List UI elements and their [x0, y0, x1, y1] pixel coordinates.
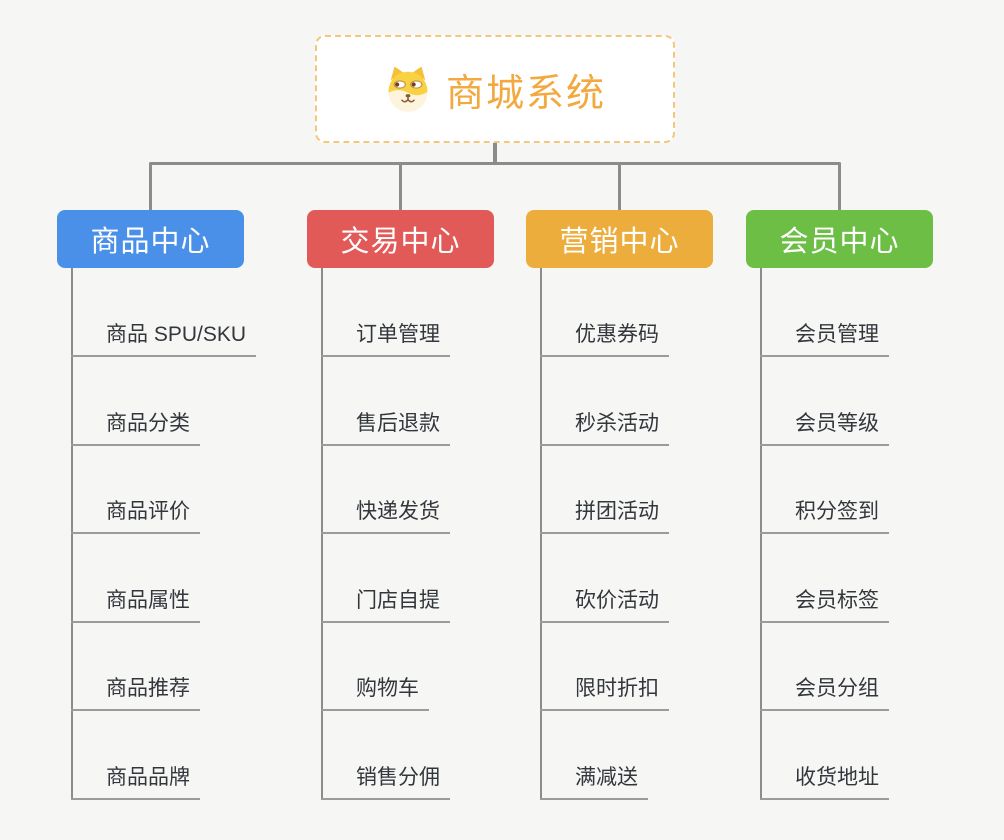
subtopic[interactable]: 商品评价 — [71, 495, 200, 535]
branch-topic-member-center[interactable]: 会员中心 — [746, 210, 933, 268]
subtopic[interactable]: 售后退款 — [321, 407, 450, 446]
root-connector-stub — [493, 141, 497, 165]
subtopic[interactable]: 商品 SPU/SKU — [71, 318, 257, 357]
subtopic[interactable]: 商品属性 — [71, 584, 200, 623]
subtopic[interactable]: 商品品牌 — [71, 761, 200, 800]
subtopic[interactable]: 会员标签 — [760, 584, 889, 623]
branch-connector-drop-member-center — [838, 163, 841, 210]
branch-connector-drop-product-center — [149, 163, 152, 210]
subtopic[interactable]: 商品推荐 — [71, 672, 200, 712]
root-topic-label: 商城系统 — [445, 72, 606, 115]
subtopic[interactable]: 秒杀活动 — [540, 407, 669, 446]
subtopic[interactable]: 会员等级 — [760, 407, 889, 446]
branch-connector-drop-marketing-center — [618, 163, 621, 210]
branch-topic-product-center[interactable]: 商品中心 — [57, 210, 244, 268]
subtopic[interactable]: 拼团活动 — [540, 495, 669, 535]
subtopic[interactable]: 收货地址 — [760, 761, 889, 800]
subtopic[interactable]: 商品分类 — [71, 407, 200, 446]
subtopic[interactable]: 优惠券码 — [540, 318, 669, 357]
subtopic[interactable]: 门店自提 — [321, 584, 450, 623]
subtopic[interactable]: 订单管理 — [321, 318, 450, 357]
subtopic[interactable]: 限时折扣 — [540, 672, 669, 712]
branch-member-center: 会员中心会员管理会员等级积分签到会员标签会员分组收货地址 — [746, 210, 980, 810]
subtopic[interactable]: 快递发货 — [321, 495, 450, 535]
branch-connector-drop-trade-center — [399, 163, 402, 210]
branch-trade-center: 交易中心订单管理售后退款快递发货门店自提购物车销售分佣 — [307, 210, 541, 810]
branch-topic-marketing-center[interactable]: 营销中心 — [526, 210, 713, 268]
branch-connector-bar — [149, 162, 841, 165]
branch-product-center: 商品中心商品 SPU/SKU 商品分类商品评价商品属性商品推荐商品品牌 — [57, 210, 291, 810]
subtopic[interactable]: 积分签到 — [760, 495, 889, 535]
branch-marketing-center: 营销中心优惠券码秒杀活动拼团活动砍价活动限时折扣满减送 — [526, 210, 760, 810]
root-topic[interactable]: 商城系统 — [315, 35, 675, 143]
subtopic[interactable]: 会员分组 — [760, 672, 889, 712]
subtopic[interactable]: 购物车 — [321, 672, 429, 712]
subtopic[interactable]: 满减送 — [540, 761, 648, 800]
subtopic[interactable]: 销售分佣 — [321, 761, 450, 800]
dog-face-icon — [388, 66, 428, 112]
subtopic[interactable]: 会员管理 — [760, 318, 889, 357]
branch-topic-trade-center[interactable]: 交易中心 — [307, 210, 494, 268]
subtopic[interactable]: 砍价活动 — [540, 584, 669, 623]
